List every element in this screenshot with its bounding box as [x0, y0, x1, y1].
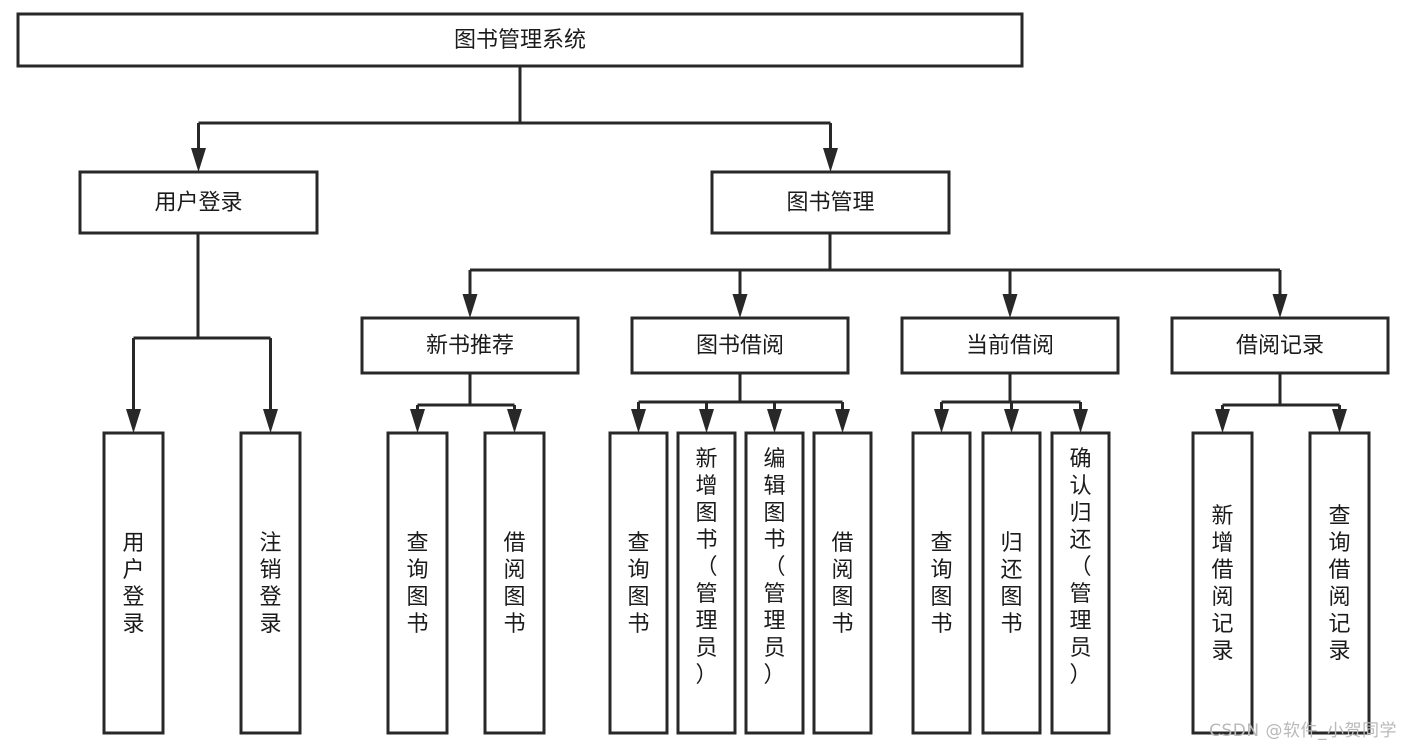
node-label-current-borrow: 当前借阅	[966, 334, 1054, 359]
node-leaf-user-logout[interactable]: 注销登录	[239, 431, 302, 735]
arrow-head-icon	[507, 409, 522, 433]
arrow-head-icon	[767, 409, 782, 433]
node-box-borrow-record[interactable]	[1170, 316, 1390, 375]
arrow-head-icon	[631, 409, 646, 433]
arrow-head-icon	[462, 294, 478, 318]
node-label-leaf-cb-return-book: 归还图书	[1000, 531, 1022, 637]
node-label-root: 图书管理系统	[454, 28, 586, 53]
node-box-new-book-rec[interactable]	[360, 316, 580, 375]
node-user-login[interactable]: 用户登录	[78, 170, 319, 235]
node-leaf-bb-add-book[interactable]: 新增图书（管理员）	[676, 431, 737, 735]
connector-group-borrow-record	[1215, 373, 1347, 433]
arrow-head-icon	[699, 409, 714, 433]
arrow-head-icon	[126, 409, 141, 433]
arrow-head-icon	[934, 409, 949, 433]
node-box-leaf-bb-query-book[interactable]	[608, 431, 669, 735]
node-leaf-bb-borrow-book[interactable]: 借阅图书	[812, 431, 873, 735]
node-leaf-user-login[interactable]: 用户登录	[102, 431, 165, 735]
connector-group-book-manage	[462, 233, 1288, 318]
arrow-head-icon	[1332, 409, 1347, 433]
connector-group-root	[191, 66, 838, 172]
node-new-book-rec[interactable]: 新书推荐	[360, 316, 580, 375]
node-label-leaf-user-login: 用户登录	[122, 531, 144, 637]
node-label-leaf-bb-borrow-book: 借阅图书	[831, 531, 853, 637]
node-box-leaf-cb-return-book[interactable]	[981, 431, 1042, 735]
node-label-leaf-br-add-record: 新增借阅记录	[1211, 504, 1233, 664]
node-label-leaf-rec-borrow-book: 借阅图书	[503, 531, 525, 637]
node-box-leaf-br-add-record[interactable]	[1191, 431, 1254, 735]
node-box-current-borrow[interactable]	[900, 316, 1120, 375]
node-box-user-login[interactable]	[78, 170, 319, 235]
node-leaf-rec-borrow-book[interactable]: 借阅图书	[483, 431, 546, 735]
arrow-head-icon	[1002, 294, 1018, 318]
node-box-leaf-cb-query-book[interactable]	[911, 431, 972, 735]
node-leaf-br-add-record[interactable]: 新增借阅记录	[1191, 431, 1254, 735]
arrow-head-icon	[732, 294, 748, 318]
node-label-borrow-record: 借阅记录	[1236, 334, 1324, 359]
node-leaf-br-query-record[interactable]: 查询借阅记录	[1308, 431, 1371, 735]
arrow-head-icon	[1004, 409, 1019, 433]
node-box-leaf-user-login[interactable]	[102, 431, 165, 735]
node-label-leaf-rec-query-book: 查询图书	[406, 531, 428, 637]
node-box-leaf-bb-add-book[interactable]	[676, 431, 737, 735]
node-label-leaf-bb-edit-book: 编辑图书（管理员）	[763, 447, 785, 688]
node-borrow-record[interactable]: 借阅记录	[1170, 316, 1390, 375]
arrow-head-icon	[1215, 409, 1230, 433]
node-label-leaf-br-query-record: 查询借阅记录	[1328, 504, 1350, 664]
node-leaf-cb-query-book[interactable]: 查询图书	[911, 431, 972, 735]
node-box-leaf-rec-query-book[interactable]	[386, 431, 449, 735]
node-label-user-login: 用户登录	[154, 191, 242, 216]
node-leaf-bb-edit-book[interactable]: 编辑图书（管理员）	[744, 431, 805, 735]
arrow-head-icon	[191, 148, 206, 172]
connector-group-new-book-rec	[410, 373, 522, 433]
connector-group-current-borrow	[934, 373, 1088, 433]
node-root[interactable]: 图书管理系统	[16, 12, 1024, 68]
node-book-borrow[interactable]: 图书借阅	[630, 316, 850, 375]
arrow-head-icon	[263, 409, 278, 433]
node-current-borrow[interactable]: 当前借阅	[900, 316, 1120, 375]
arrow-head-icon	[1073, 409, 1088, 433]
node-box-leaf-bb-edit-book[interactable]	[744, 431, 805, 735]
node-box-root[interactable]	[16, 12, 1024, 68]
node-book-manage[interactable]: 图书管理	[710, 170, 951, 235]
node-label-leaf-cb-query-book: 查询图书	[930, 531, 952, 637]
node-label-leaf-bb-query-book: 查询图书	[627, 531, 649, 637]
connector-group-user-login	[126, 233, 278, 433]
watermark-text: CSDN @软件_小贺同学	[1209, 721, 1397, 741]
node-label-new-book-rec: 新书推荐	[426, 334, 514, 359]
node-leaf-cb-return-book[interactable]: 归还图书	[981, 431, 1042, 735]
node-label-leaf-cb-confirm-return: 确认归还（管理员）	[1069, 447, 1091, 688]
arrow-head-icon	[410, 409, 425, 433]
node-leaf-cb-confirm-return[interactable]: 确认归还（管理员）	[1050, 431, 1111, 735]
node-box-leaf-bb-borrow-book[interactable]	[812, 431, 873, 735]
connector-layer	[126, 66, 1347, 433]
arrow-head-icon	[835, 409, 850, 433]
node-box-book-borrow[interactable]	[630, 316, 850, 375]
arrow-head-icon	[1272, 294, 1288, 318]
connector-group-book-borrow	[631, 373, 850, 433]
node-box-leaf-user-logout[interactable]	[239, 431, 302, 735]
arrow-head-icon	[823, 148, 838, 172]
node-label-leaf-bb-add-book: 新增图书（管理员）	[695, 447, 717, 688]
node-label-leaf-user-logout: 注销登录	[259, 531, 281, 637]
node-label-book-manage: 图书管理	[786, 191, 874, 216]
node-leaf-rec-query-book[interactable]: 查询图书	[386, 431, 449, 735]
node-box-leaf-cb-confirm-return[interactable]	[1050, 431, 1111, 735]
node-layer: 图书管理系统用户登录图书管理新书推荐图书借阅当前借阅借阅记录用户登录注销登录查询…	[16, 12, 1390, 735]
node-leaf-bb-query-book[interactable]: 查询图书	[608, 431, 669, 735]
node-label-book-borrow: 图书借阅	[696, 334, 784, 359]
node-box-book-manage[interactable]	[710, 170, 951, 235]
node-box-leaf-rec-borrow-book[interactable]	[483, 431, 546, 735]
node-box-leaf-br-query-record[interactable]	[1308, 431, 1371, 735]
